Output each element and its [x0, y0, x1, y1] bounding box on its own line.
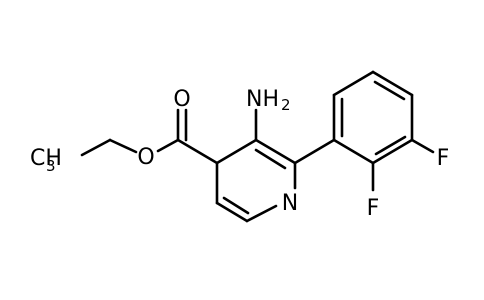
ester-group	[80, 108, 219, 165]
bond-c5-c6-inner	[222, 196, 250, 215]
methyl-h-symbol: H	[45, 146, 62, 171]
bond-c2-c3	[254, 138, 297, 165]
bond-aryl-c4-c5-inner	[373, 80, 406, 101]
atom-amine-group: NH	[246, 87, 279, 112]
bond-aryl-c4-c5	[371, 70, 414, 97]
atom-ester-oxygen: O	[137, 145, 154, 170]
bond-aryl-f2	[410, 138, 435, 154]
bond-c6-n	[245, 204, 278, 223]
bond-ch2-ch3	[80, 138, 112, 157]
bond-c4-carbonyl	[176, 138, 219, 165]
methyl-subscript: 3	[46, 157, 56, 175]
bond-aryl-c2-c3	[371, 138, 414, 165]
atom-fluorine-ortho: F	[367, 196, 380, 221]
difluorophenyl-ring	[293, 70, 435, 192]
bond-aryl-c5-c6	[332, 70, 375, 97]
bond-aryl-c1-c2	[332, 138, 375, 165]
atom-fluorine-meta: F	[437, 146, 450, 171]
amine-h-symbol: H	[262, 87, 279, 112]
bond-ester-o-ch2	[108, 138, 138, 154]
amine-n-symbol: N	[246, 87, 262, 112]
bond-c3-c4	[215, 138, 258, 165]
atom-labels: O O CH 3 NH 2 N F F	[30, 87, 449, 221]
atom-ring-nitrogen: N	[282, 191, 298, 216]
bond-c2-aryl	[293, 138, 336, 165]
bond-c5-c6	[215, 201, 249, 223]
bond-aryl-c2-c3-inner	[374, 135, 407, 156]
atom-carbonyl-oxygen: O	[173, 87, 190, 112]
amine-subscript: 2	[281, 96, 291, 114]
atom-methyl-group: CH	[30, 146, 62, 171]
pyridine-ring	[215, 138, 297, 223]
bond-carbonyl-ester-o	[156, 138, 180, 153]
bond-c2-c3-inner	[254, 148, 287, 170]
methyl-c-symbol: C	[30, 146, 45, 171]
